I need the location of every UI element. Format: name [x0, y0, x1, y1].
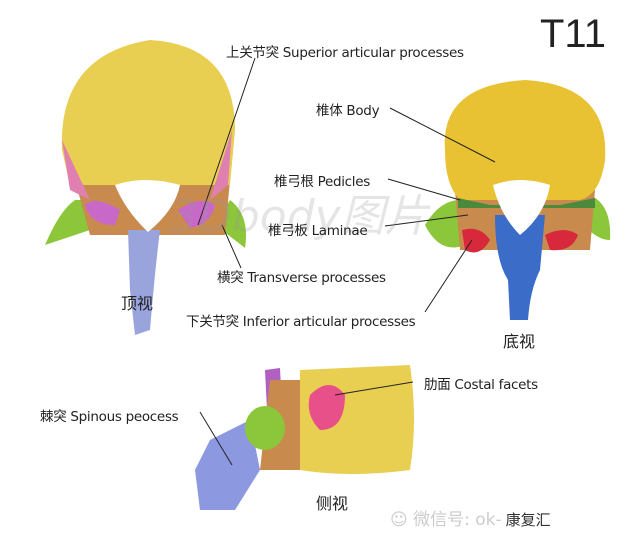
label-superior-articular: 上关节突 Superior articular processes [226, 45, 464, 61]
brand-name: 康复汇 [505, 511, 551, 529]
view-label-top: 顶视 [121, 294, 154, 313]
label-costal-facets: 肋面 Costal facets [424, 377, 538, 393]
wechat-id: 微信号: ok- [413, 510, 502, 530]
side-view-vertebra [195, 365, 414, 510]
label-laminae: 椎弓板 Laminae [268, 223, 368, 239]
label-transverse: 横突 Transverse processes [217, 270, 386, 286]
wechat-icon: ☺ [390, 510, 408, 530]
page-title: T11 [540, 12, 606, 56]
watermark: 3Dbody图片 [170, 191, 429, 242]
label-body: 椎体 Body [316, 103, 380, 119]
label-spinous: 棘突 Spinous peocess [40, 409, 179, 425]
view-label-side: 侧视 [316, 494, 349, 513]
bottom-view-vertebra [425, 80, 611, 320]
leader-lines [197, 57, 496, 466]
label-pedicles: 椎弓根 Pedicles [274, 174, 370, 190]
label-inferior-articular: 下关节突 Inferior articular processes [186, 314, 416, 330]
top-view-vertebra [45, 40, 246, 335]
view-label-bottom: 底视 [503, 332, 536, 351]
wechat-watermark: ☺ 微信号: ok-康复汇 [390, 505, 551, 530]
